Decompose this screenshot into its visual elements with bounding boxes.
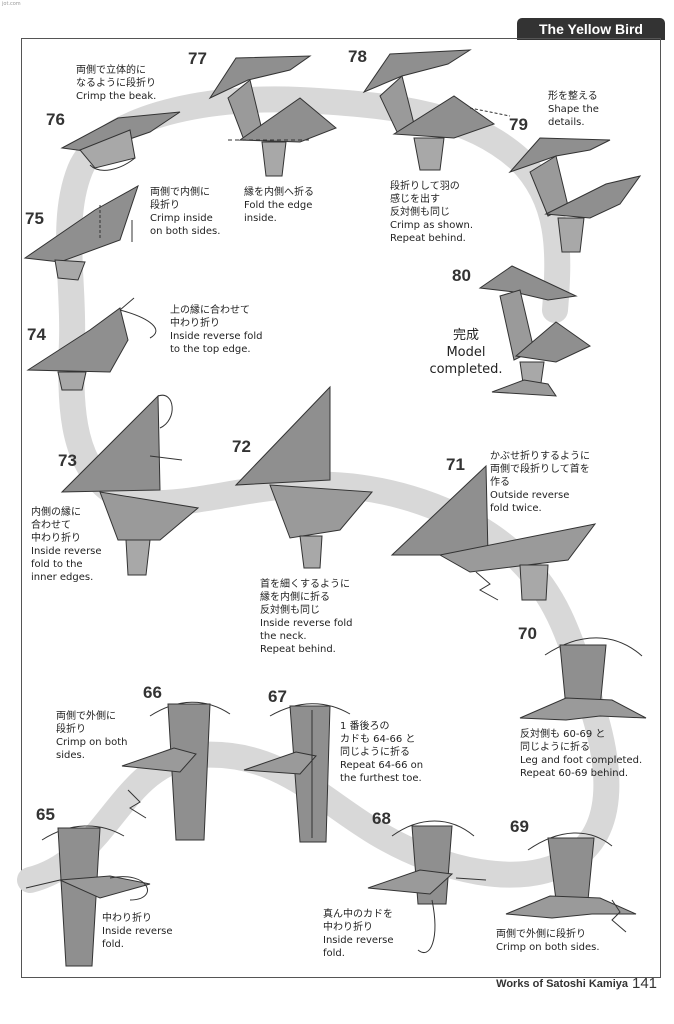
step-78-figure bbox=[362, 49, 511, 171]
step-75-figure bbox=[23, 184, 139, 281]
step-69-number: 69 bbox=[510, 817, 529, 836]
step-68-figure bbox=[367, 820, 487, 953]
step-80-figure bbox=[478, 265, 591, 397]
page-number: 141 bbox=[632, 975, 658, 992]
page-title: The Yellow Bird bbox=[517, 18, 665, 40]
step-76-number: 76 bbox=[46, 110, 65, 129]
step-70-number: 70 bbox=[518, 624, 537, 643]
footer-credit: Works of Satoshi Kamiya bbox=[496, 978, 628, 990]
step-72-number: 72 bbox=[232, 437, 251, 456]
step-65-figure bbox=[25, 825, 151, 967]
step-69-caption: 両側で外側に段折り Crimp on both sides. bbox=[496, 929, 600, 953]
step-67-caption: 1 番後ろの カドも 64-66 と 同じように折る Repeat 64-66 … bbox=[340, 721, 424, 784]
step-79-figure bbox=[508, 137, 642, 253]
step-76-caption: 両側で立体的に なるように段折り Crimp the beak. bbox=[76, 65, 157, 102]
step-80-number: 80 bbox=[452, 266, 471, 285]
step-65-caption: 中わり折り Inside reverse fold. bbox=[102, 913, 173, 950]
step-77-number: 77 bbox=[188, 49, 207, 68]
step-78-caption: 段折りして羽の 感じを出す 反対側も同じ Crimp as shown. Rep… bbox=[390, 181, 474, 244]
step-72-figure bbox=[234, 385, 374, 569]
step-80-caption: 完成 Model completed. bbox=[429, 328, 503, 377]
step-74-figure bbox=[26, 297, 157, 391]
step-71-figure bbox=[390, 464, 597, 601]
step-68-caption: 真ん中のカドを 中わり折り Inside reverse fold. bbox=[323, 909, 394, 959]
step-66-number: 66 bbox=[143, 683, 162, 702]
step-70-figure bbox=[519, 637, 647, 721]
page-frame bbox=[21, 38, 661, 978]
step-67-figure bbox=[243, 703, 351, 843]
corner-mark: jot.com bbox=[2, 1, 21, 7]
step-77-figure bbox=[208, 55, 337, 177]
step-68-number: 68 bbox=[372, 809, 391, 828]
step-79-caption: 形を整える Shape the details. bbox=[548, 91, 599, 128]
step-72-caption: 首を細くするように 縁を内側に折る 反対側も同じ Inside reverse … bbox=[260, 579, 353, 655]
step-77-caption: 縁を内側へ折る Fold the edge inside. bbox=[244, 187, 314, 224]
step-75-caption: 両側で内側に 段折り Crimp inside on both sides. bbox=[150, 187, 221, 237]
step-66-caption: 両側で外側に 段折り Crimp on both sides. bbox=[56, 711, 128, 761]
step-76-figure bbox=[60, 111, 181, 171]
step-79-number: 79 bbox=[509, 115, 528, 134]
step-78-number: 78 bbox=[348, 47, 367, 66]
step-69-figure bbox=[505, 832, 637, 933]
step-65-number: 65 bbox=[36, 805, 55, 824]
step-73-number: 73 bbox=[58, 451, 77, 470]
step-67-number: 67 bbox=[268, 687, 287, 706]
step-75-number: 75 bbox=[25, 209, 44, 228]
step-73-caption: 内側の縁に 合わせて 中わり折り Inside reverse fold to … bbox=[31, 507, 102, 583]
step-74-caption: 上の縁に合わせて 中わり折り Inside reverse fold to th… bbox=[170, 305, 263, 355]
step-70-caption: 反対側も 60-69 と 同じように折る Leg and foot comple… bbox=[520, 729, 643, 779]
step-71-caption: かぶせ折りするように 両側で段折りして首を 作る Outside reverse… bbox=[490, 451, 590, 514]
step-74-number: 74 bbox=[27, 325, 46, 344]
step-73-figure bbox=[60, 394, 200, 576]
step-71-number: 71 bbox=[446, 455, 465, 474]
step-66-figure bbox=[121, 701, 231, 841]
